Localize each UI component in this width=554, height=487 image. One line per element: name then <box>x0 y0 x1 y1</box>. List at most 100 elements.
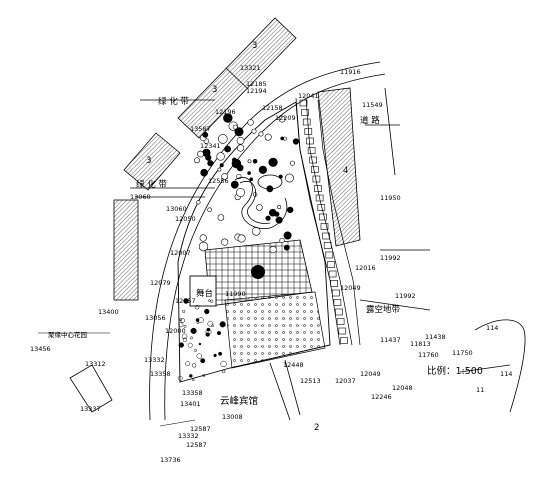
elevation-number: 12016 <box>355 264 376 272</box>
shrub-symbol <box>220 360 227 368</box>
building-block-mid-left <box>123 132 181 191</box>
tree-symbol <box>264 133 272 141</box>
building-number: 3 <box>252 41 257 51</box>
shrub-symbol <box>182 337 187 342</box>
elevation-number: 12448 <box>283 361 304 369</box>
building-number: 4 <box>343 166 348 176</box>
stage-label: 舞台 <box>196 288 213 299</box>
parking-stall <box>302 118 311 126</box>
shrub-symbol <box>178 322 184 328</box>
tree-symbol <box>278 115 286 123</box>
parking-stall <box>320 223 329 230</box>
parking-stall <box>310 166 319 173</box>
tree-symbol <box>217 167 222 172</box>
tree-symbol <box>247 171 251 175</box>
elevation-number: 11750 <box>452 349 473 357</box>
tree-symbol <box>287 206 294 214</box>
shrub-symbol <box>198 342 202 346</box>
shrub-symbol <box>177 375 183 381</box>
elevation-number: 11916 <box>340 68 361 76</box>
shrub-symbol <box>195 318 200 322</box>
shrub-symbol <box>196 321 200 324</box>
parking-stall <box>330 280 339 287</box>
tree-symbol <box>199 234 207 242</box>
parking-stall <box>338 327 347 335</box>
tree-symbol <box>221 173 228 180</box>
shrub-symbol <box>210 299 214 303</box>
elevation-number: 12048 <box>392 384 413 392</box>
tree-symbol <box>247 119 254 126</box>
building-number: 114 <box>486 324 498 332</box>
shrub-symbol <box>213 353 217 358</box>
tree-symbol <box>247 159 252 164</box>
greenbelt-label-2: 绿 化 带 <box>136 179 167 190</box>
elevation-number: 11992 <box>395 292 416 300</box>
elevation-number: 13332 <box>144 356 165 364</box>
parking-stall <box>299 99 308 107</box>
tree-symbol <box>218 134 228 144</box>
shrub-symbol <box>181 333 188 340</box>
building-number: 3 <box>212 85 217 95</box>
elevation-number: 13401 <box>180 400 201 408</box>
building-number: 2 <box>314 423 319 433</box>
parking-stall <box>307 147 316 154</box>
elevation-number: 11990 <box>225 290 246 298</box>
shrub-symbol <box>207 320 214 327</box>
elevation-number: 11437 <box>380 336 401 344</box>
tree-symbol <box>285 173 294 183</box>
shrub-symbol <box>194 304 200 310</box>
parking-stall <box>340 337 348 344</box>
shrub-symbol <box>219 321 226 328</box>
tree-symbol <box>236 136 245 145</box>
tree-symbol <box>224 145 231 153</box>
tree-symbol <box>231 158 242 169</box>
scale-label: 比例：1:500 <box>427 365 483 377</box>
elevation-number: 13337 <box>80 405 101 413</box>
parking-stall <box>323 242 332 249</box>
elevation-number: 12196 <box>215 108 236 116</box>
tree-symbol <box>256 204 263 211</box>
shrub-symbol <box>192 378 195 382</box>
elevation-number: 13008 <box>222 413 243 421</box>
tree-symbol <box>207 160 214 167</box>
tree-symbol <box>274 211 280 217</box>
shrub-symbol <box>204 308 210 315</box>
building-block-right-tall <box>317 87 361 247</box>
shrub-symbol <box>216 331 222 336</box>
tree-symbol <box>230 180 239 189</box>
tree-symbol <box>252 159 258 164</box>
elevation-number: 13321 <box>240 64 261 72</box>
parking-stall <box>319 213 327 221</box>
stage-box: 舞台 <box>189 275 217 307</box>
lawn-area <box>224 291 326 369</box>
parking-stall <box>315 194 324 202</box>
building-block-left-tall <box>113 199 139 301</box>
parking-stall <box>309 156 318 164</box>
tree-symbol <box>249 177 253 181</box>
garden-path <box>234 174 288 229</box>
plaza-feature-dot <box>251 265 265 279</box>
tree-symbol <box>196 200 201 205</box>
tree-symbol <box>237 234 246 243</box>
shrub-symbol <box>178 342 184 348</box>
building-block-lower-left <box>69 364 113 413</box>
elevation-number: 12007 <box>170 249 191 257</box>
parking-stall <box>301 109 309 116</box>
road-label-right: 道 路 <box>360 115 380 126</box>
elevation-number: 13587 <box>190 125 211 133</box>
elevation-number: 13358 <box>150 370 171 378</box>
tree-symbol <box>265 215 271 221</box>
elevation-markers: 13321 12185 12194 11916 13587 12196 1215… <box>30 64 473 464</box>
tree-symbol <box>205 154 212 161</box>
tree-symbol <box>283 244 290 251</box>
elevation-number: 13060 <box>166 205 187 213</box>
elevation-number: 13456 <box>30 345 51 353</box>
elevation-number: 11549 <box>362 101 383 109</box>
shrub-symbol <box>221 369 226 374</box>
parking-garden-label: 露空地带 <box>366 304 401 315</box>
elevation-number: 12587 <box>186 441 207 449</box>
parking-stall <box>335 308 343 316</box>
elevation-number: 12049 <box>340 284 361 292</box>
tree-symbol <box>200 168 208 177</box>
